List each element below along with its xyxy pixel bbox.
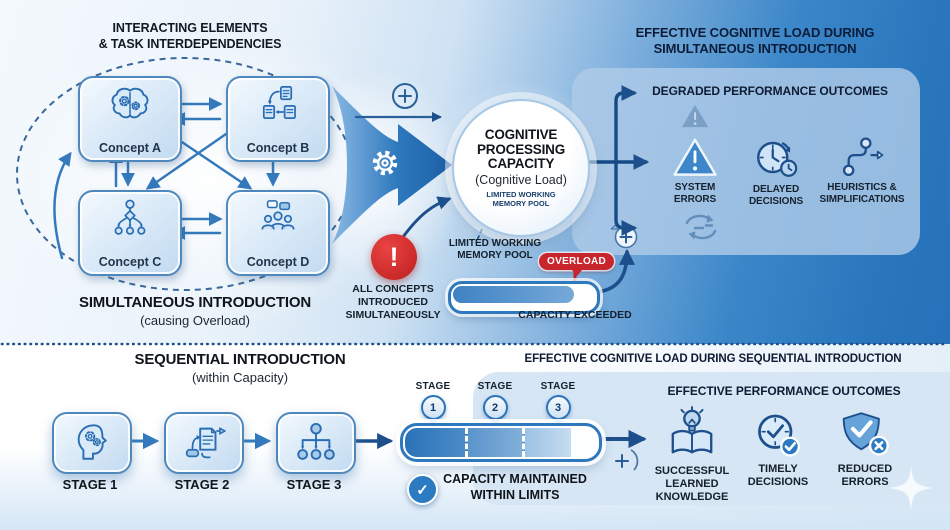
degraded-item-system-errors: SYSTEM ERRORS (655, 137, 735, 206)
stage-marker-label: STAGE (477, 381, 513, 392)
group-discussion-icon (261, 200, 295, 230)
capacity-caption: CAPACITY MAINTAINED WITHIN LIMITS (443, 472, 587, 502)
branch-arrows (585, 85, 650, 236)
top-right-title: EFFECTIVE COGNITIVE LOAD DURING SIMULTAN… (635, 25, 875, 57)
concept-c-box: Concept C (78, 190, 182, 276)
sequential-title: SEQUENTIAL INTRODUCTION (134, 351, 346, 368)
capacity-bar-fill (453, 286, 574, 303)
stage-flow-arrows (130, 429, 647, 450)
capacity-bar-segments (405, 428, 597, 457)
degraded-item-heuristics: HEURISTICS & SIMPLIFICATIONS (812, 137, 912, 206)
cluster-title: INTERACTING ELEMENTS & TASK INTERDEPENDE… (98, 21, 282, 52)
bottom-right-title: EFFECTIVE COGNITIVE LOAD DURING SEQUENTI… (524, 353, 902, 365)
simultaneous-title: SIMULTANEOUS INTRODUCTION (79, 294, 311, 311)
limited-pool-dashed-line (475, 228, 483, 244)
outcome-label: TIMELY DECISIONS (747, 463, 809, 489)
simultaneous-subtitle: (causing Overload) (140, 313, 250, 328)
segment-stage-1 (405, 428, 468, 457)
stage-pin-2: 2 (482, 395, 508, 420)
concept-label: Concept B (246, 141, 310, 155)
degraded-outcomes-title: DEGRADED PERFORMANCE OUTCOMES (652, 84, 888, 98)
outcome-item-timely: TIMELY DECISIONS (742, 411, 814, 489)
stage-pin-1: 1 (420, 395, 446, 420)
stage-3-label: STAGE 3 (286, 477, 342, 492)
faded-warning-triangle-icon (681, 105, 709, 128)
stage-2-label: STAGE 2 (174, 477, 230, 492)
degraded-item-label: SYSTEM ERRORS (673, 182, 717, 205)
segment-stage-2 (468, 428, 525, 457)
concept-b-box: Concept B (226, 76, 330, 162)
stage-pin-number: 3 (554, 401, 562, 414)
clock-check-icon (758, 414, 800, 457)
stage-1-box (52, 412, 132, 474)
concept-label: Concept A (98, 141, 162, 155)
plus-arrow-top (354, 83, 443, 123)
stage-pin-number: 2 (491, 401, 499, 414)
check-circle-icon: ✓ (407, 474, 438, 505)
circle-subtitle: (Cognitive Load) (475, 173, 567, 188)
stage-marker-label: STAGE (415, 381, 451, 392)
warning-triangle-icon (673, 138, 717, 176)
outcome-label: REDUCED ERRORS (837, 463, 893, 489)
stage-marker-1: STAGE 1 (407, 381, 459, 420)
segment-free-capacity (571, 428, 597, 457)
stage-marker-3: STAGE 3 (532, 381, 584, 420)
degraded-item-label: HEURISTICS & SIMPLIFICATIONS (819, 182, 905, 205)
check-glyph: ✓ (416, 481, 429, 499)
capacity-exceeded-label: CAPACITY EXCEEDED (518, 309, 632, 321)
stage-1-label: STAGE 1 (62, 477, 118, 492)
concept-label: Concept C (98, 255, 162, 269)
gear-icon (372, 150, 398, 176)
cognitive-capacity-circle: COGNITIVE PROCESSING CAPACITY (Cognitive… (452, 99, 590, 237)
shortcut-path-icon (842, 137, 884, 177)
stage-2-box (164, 412, 244, 474)
concept-label: Concept D (246, 255, 310, 269)
circle-note: LIMITED WORKING MEMORY POOL (486, 190, 556, 209)
faded-sync-icon (685, 214, 717, 240)
exclamation-glyph: ! (389, 241, 399, 272)
documents-sync-icon (262, 86, 296, 120)
book-lightbulb-icon (671, 406, 713, 454)
stage-pin-3: 3 (545, 395, 571, 420)
alert-curved-arrow (401, 196, 452, 239)
degraded-item-delayed-decisions: DELAYED DECISIONS (736, 136, 816, 208)
hierarchy-icon (114, 199, 146, 235)
sparkle-decoration (889, 466, 933, 510)
all-concepts-label: ALL CONCEPTS INTRODUCED SIMULTANEOUSLY (345, 283, 441, 321)
alert-exclamation-icon: ! (371, 234, 417, 280)
segment-stage-3 (525, 428, 571, 457)
stage-3-box (276, 412, 356, 474)
shield-check-icon (842, 412, 889, 456)
capacity-bar-overload (448, 281, 600, 314)
capacity-bar-sequential (400, 423, 602, 462)
circle-title: COGNITIVE PROCESSING CAPACITY (476, 126, 566, 172)
head-gears-icon (77, 424, 107, 460)
effective-outcomes-title: EFFECTIVE PERFORMANCE OUTCOMES (667, 384, 901, 398)
delayed-clock-icon (756, 141, 797, 177)
sequential-subtitle: (within Capacity) (191, 370, 289, 385)
outcome-item-reduced-errors: REDUCED ERRORS (828, 411, 902, 489)
outcome-label: SUCCESSFUL LEARNED KNOWLEDGE (654, 465, 730, 504)
degraded-item-label: DELAYED DECISIONS (748, 184, 804, 207)
funnel-arrow (332, 86, 452, 244)
plus-annotation-bottom-icon (615, 449, 639, 471)
limited-pool-label: LIMITED WORKING MEMORY POOL (448, 238, 542, 261)
stage-marker-2: STAGE 2 (469, 381, 521, 420)
stage-pin-number: 1 (429, 401, 437, 414)
branching-structure-icon (297, 422, 335, 460)
overload-badge: OVERLOAD (539, 253, 615, 270)
brain-gears-icon (111, 87, 149, 119)
outcome-item-knowledge: SUCCESSFUL LEARNED KNOWLEDGE (650, 406, 734, 505)
stage-marker-label: STAGE (540, 381, 576, 392)
concept-d-box: Concept D (226, 190, 330, 276)
document-transfer-icon (185, 427, 226, 459)
concept-a-box: Concept A (78, 76, 182, 162)
